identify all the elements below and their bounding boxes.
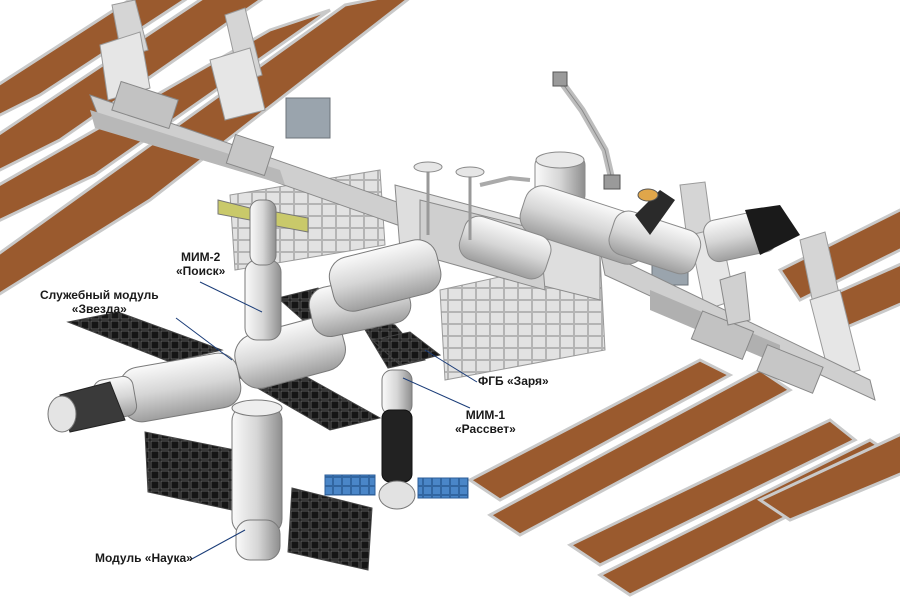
us-segment-modules bbox=[394, 151, 800, 326]
leader-lines bbox=[175, 281, 478, 561]
label-zvezda-line1: Служебный модуль bbox=[40, 288, 159, 302]
solar-arrays-lower-right bbox=[467, 358, 900, 597]
main-truss bbox=[89, 80, 876, 401]
robotic-arm bbox=[479, 71, 621, 190]
label-zvezda-line2: «Звезда» bbox=[71, 302, 127, 316]
label-mim2-line1: МИМ-2 bbox=[181, 250, 221, 264]
russian-segment-modules bbox=[47, 199, 469, 561]
label-mim2-line2: «Поиск» bbox=[176, 264, 226, 278]
label-mim1: МИМ-1 «Рассвет» bbox=[455, 408, 516, 436]
label-zarya: ФГБ «Заря» bbox=[478, 374, 549, 388]
label-nauka-line1: Модуль «Наука» bbox=[95, 551, 193, 565]
label-mim1-line2: «Рассвет» bbox=[455, 422, 516, 436]
label-zarya-line1: ФГБ «Заря» bbox=[478, 374, 549, 388]
label-nauka: Модуль «Наука» bbox=[95, 551, 193, 565]
label-zvezda: Служебный модуль «Звезда» bbox=[40, 288, 159, 316]
label-mim2: МИМ-2 «Поиск» bbox=[176, 250, 225, 278]
label-mim1-line1: МИМ-1 bbox=[465, 408, 506, 422]
